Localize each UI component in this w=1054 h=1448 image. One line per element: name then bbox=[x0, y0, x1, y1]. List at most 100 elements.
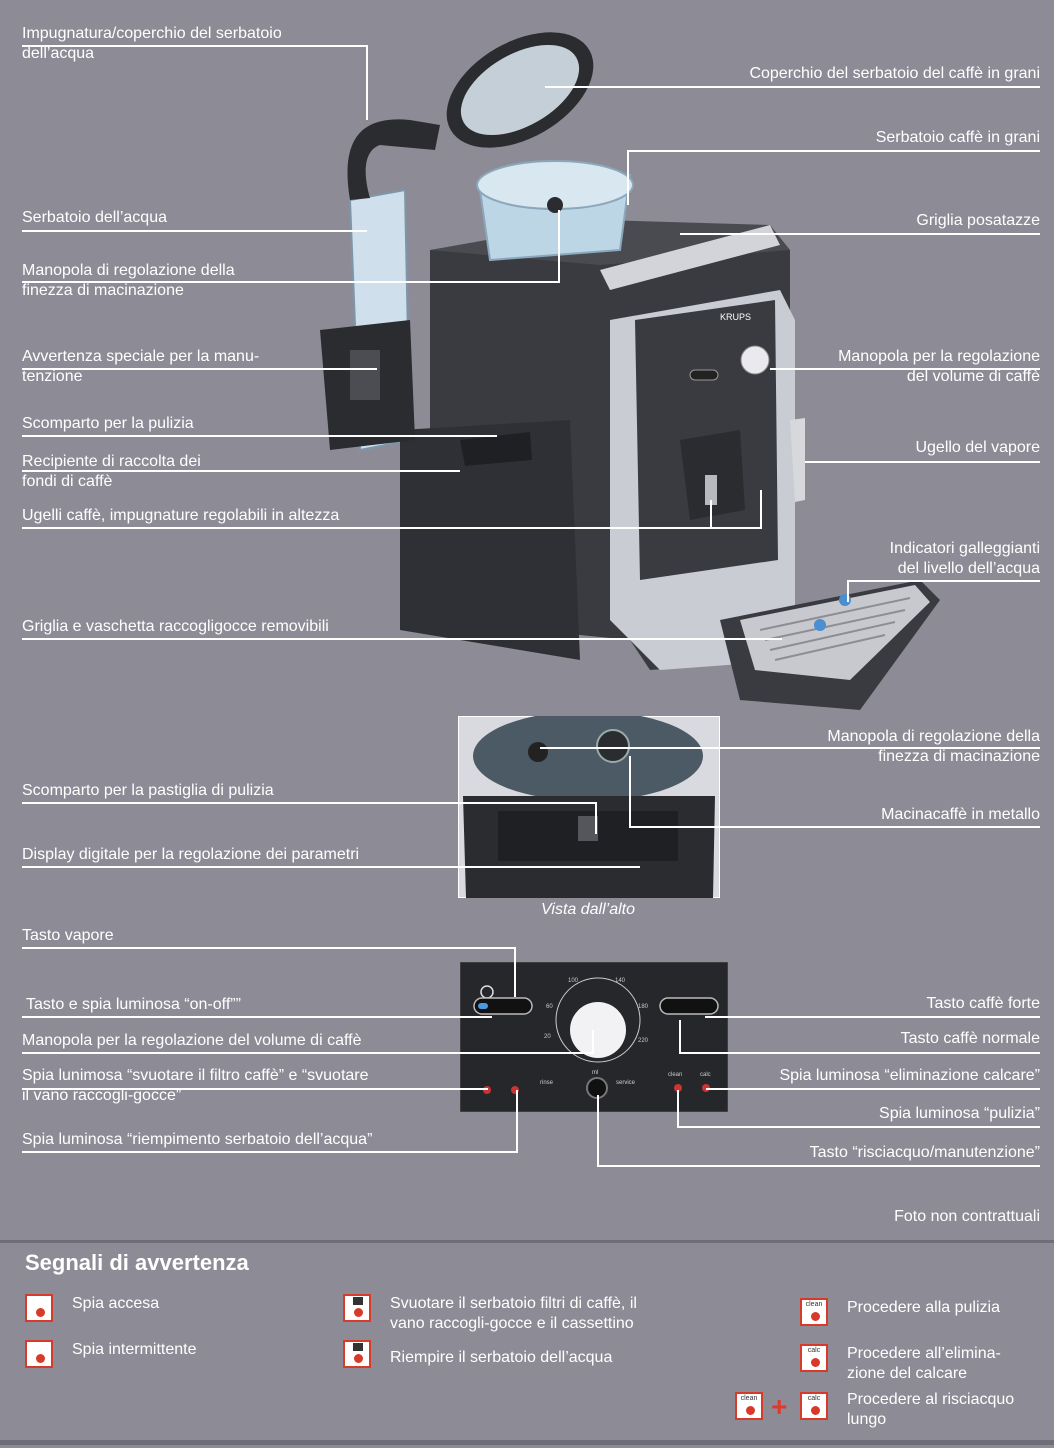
warning-text: vano raccogli-gocce e il cassettino bbox=[390, 1315, 634, 1332]
label-text: Avvertenza speciale per la manu- bbox=[22, 348, 260, 365]
leader-line bbox=[514, 947, 516, 997]
label-text: tenzione bbox=[22, 368, 83, 385]
label-cup-grid: Griglia posatazze bbox=[916, 212, 1040, 229]
fill-tank-icon bbox=[343, 1340, 371, 1368]
label-text: dell’acqua bbox=[22, 45, 95, 62]
leader-line bbox=[680, 233, 1040, 235]
label-text: il vano raccogli-gocce” bbox=[22, 1087, 182, 1104]
label-text: finezza di macinazione bbox=[22, 282, 184, 299]
leader-line bbox=[22, 230, 367, 232]
leader-line bbox=[516, 1090, 518, 1153]
light-blink-icon bbox=[25, 1340, 53, 1368]
leader-line bbox=[805, 461, 1040, 463]
leader-line bbox=[595, 802, 597, 834]
leader-line bbox=[22, 638, 782, 640]
panel-unit: ml bbox=[592, 1070, 598, 1076]
machine-photo: KRUPS bbox=[320, 32, 940, 710]
calc-icon: calc bbox=[800, 1344, 828, 1372]
label-text: finezza di macinazione bbox=[878, 748, 1040, 765]
label-strong-coffee: Tasto caffè forte bbox=[926, 995, 1040, 1012]
warning-text: Svuotare il serbatoio filtri di caffè, i… bbox=[390, 1295, 637, 1312]
leader-line bbox=[598, 1165, 1040, 1167]
label-text: fondi di caffè bbox=[22, 473, 113, 490]
label-grinder: Macinacaffè in metallo bbox=[881, 806, 1040, 823]
calc-icon: calc bbox=[800, 1392, 828, 1420]
leader-line bbox=[22, 866, 640, 868]
warning-empty-tank: Svuotare il serbatoio filtri di caffè, i… bbox=[390, 1294, 637, 1334]
label-digital-display: Display digitale per la regolazione dei … bbox=[22, 846, 360, 863]
leader-line bbox=[630, 826, 1040, 828]
label-steam-button: Tasto vapore bbox=[22, 927, 114, 944]
icon-tag: calc bbox=[807, 1395, 821, 1402]
label-cleaning-compartment: Scomparto per la pulizia bbox=[22, 415, 194, 432]
label-volume-knob: Manopola per la regolazione del volume d… bbox=[838, 347, 1040, 387]
leader-line bbox=[770, 368, 1040, 370]
label-text: Indicatori galleggianti bbox=[889, 540, 1040, 557]
leader-line bbox=[22, 802, 596, 804]
top-view-caption: Vista dall’alto bbox=[541, 901, 635, 918]
label-bean-tank: Serbatoio caffè in grani bbox=[875, 129, 1040, 146]
label-cleaning-light: Spia luminosa “pulizia” bbox=[879, 1105, 1040, 1122]
label-top-grind-knob: Manopola di regolazione della finezza di… bbox=[827, 727, 1040, 767]
leader-line bbox=[627, 150, 629, 205]
dial-tick: 140 bbox=[615, 978, 626, 984]
leader-line bbox=[22, 470, 460, 472]
leader-line bbox=[679, 1020, 681, 1054]
leader-line bbox=[592, 1030, 594, 1054]
leader-line bbox=[22, 1151, 518, 1153]
label-normal-coffee: Tasto caffè normale bbox=[900, 1030, 1040, 1047]
leader-line bbox=[22, 1052, 594, 1054]
label-tablet-compartment: Scomparto per la pastiglia di pulizia bbox=[22, 782, 274, 799]
bottom-border bbox=[0, 1440, 1054, 1445]
dial-tick: 220 bbox=[638, 1038, 649, 1044]
label-water-tank-handle: Impugnatura/coperchio del serbatoio dell… bbox=[22, 24, 282, 64]
leader-line bbox=[760, 490, 762, 528]
dial-tick: 180 bbox=[638, 1004, 649, 1010]
leader-line bbox=[22, 435, 497, 437]
panel-rinse: rinse bbox=[540, 1080, 554, 1086]
empty-tank-icon bbox=[343, 1294, 371, 1322]
label-steam-nozzle: Ugello del vapore bbox=[915, 439, 1040, 456]
leader-line bbox=[366, 45, 368, 120]
label-on-off: Tasto e spia luminosa “on-off”” bbox=[26, 996, 241, 1013]
control-panel-photo: rinse service clean calc ml 20 60 100 14… bbox=[460, 962, 728, 1112]
dial-tick: 100 bbox=[568, 978, 579, 984]
label-text: Spia lunimosa “svuotare il filtro caffè”… bbox=[22, 1067, 369, 1084]
clean-icon: clean bbox=[735, 1392, 763, 1420]
light-on-icon bbox=[25, 1294, 53, 1322]
leader-line bbox=[847, 580, 849, 602]
plus-icon: + bbox=[771, 1391, 788, 1422]
leader-line bbox=[22, 368, 377, 370]
leader-line bbox=[545, 86, 1040, 88]
disclaimer: Foto non contrattuali bbox=[894, 1208, 1040, 1225]
label-coffee-nozzles: Ugelli caffè, impugnature regolabili in … bbox=[22, 507, 340, 524]
icon-tag: clean bbox=[805, 1301, 823, 1308]
brand-text: KRUPS bbox=[720, 312, 751, 322]
leader-line bbox=[597, 1095, 599, 1167]
label-empty-filter-light: Spia lunimosa “svuotare il filtro caffè”… bbox=[22, 1066, 369, 1106]
warning-descale: Procedere all’elimina- zione del calcare bbox=[847, 1344, 1001, 1384]
warning-section bbox=[0, 1240, 1054, 1448]
label-text: Recipiente di raccolta dei bbox=[22, 453, 201, 470]
label-rinse-button: Tasto “risciacquo/manutenzione” bbox=[809, 1144, 1040, 1161]
leader-line bbox=[22, 947, 516, 949]
leader-line bbox=[558, 210, 560, 282]
warning-text: lungo bbox=[847, 1411, 887, 1428]
warning-light-on: Spia accesa bbox=[72, 1295, 160, 1312]
leader-line bbox=[706, 1088, 1040, 1090]
warning-rinse: Procedere al risciacquo lungo bbox=[847, 1390, 1014, 1430]
label-grounds-container: Recipiente di raccolta dei fondi di caff… bbox=[22, 452, 201, 492]
label-text: del livello dell’acqua bbox=[897, 560, 1040, 577]
label-fill-water-light: Spia luminosa “riempimento serbatoio del… bbox=[22, 1131, 373, 1148]
warning-clean: Procedere alla pulizia bbox=[847, 1299, 1000, 1316]
clean-icon: clean bbox=[800, 1298, 828, 1326]
warning-text: Procedere al risciacquo bbox=[847, 1391, 1015, 1408]
top-view-photo bbox=[458, 716, 720, 898]
leader-line bbox=[678, 1126, 1040, 1128]
label-water-tank: Serbatoio dell’acqua bbox=[22, 209, 167, 226]
warning-title: Segnali di avvertenza bbox=[25, 1250, 249, 1275]
leader-line bbox=[848, 580, 1040, 582]
leader-line bbox=[22, 281, 560, 283]
label-text: Manopola di regolazione della bbox=[22, 262, 235, 279]
